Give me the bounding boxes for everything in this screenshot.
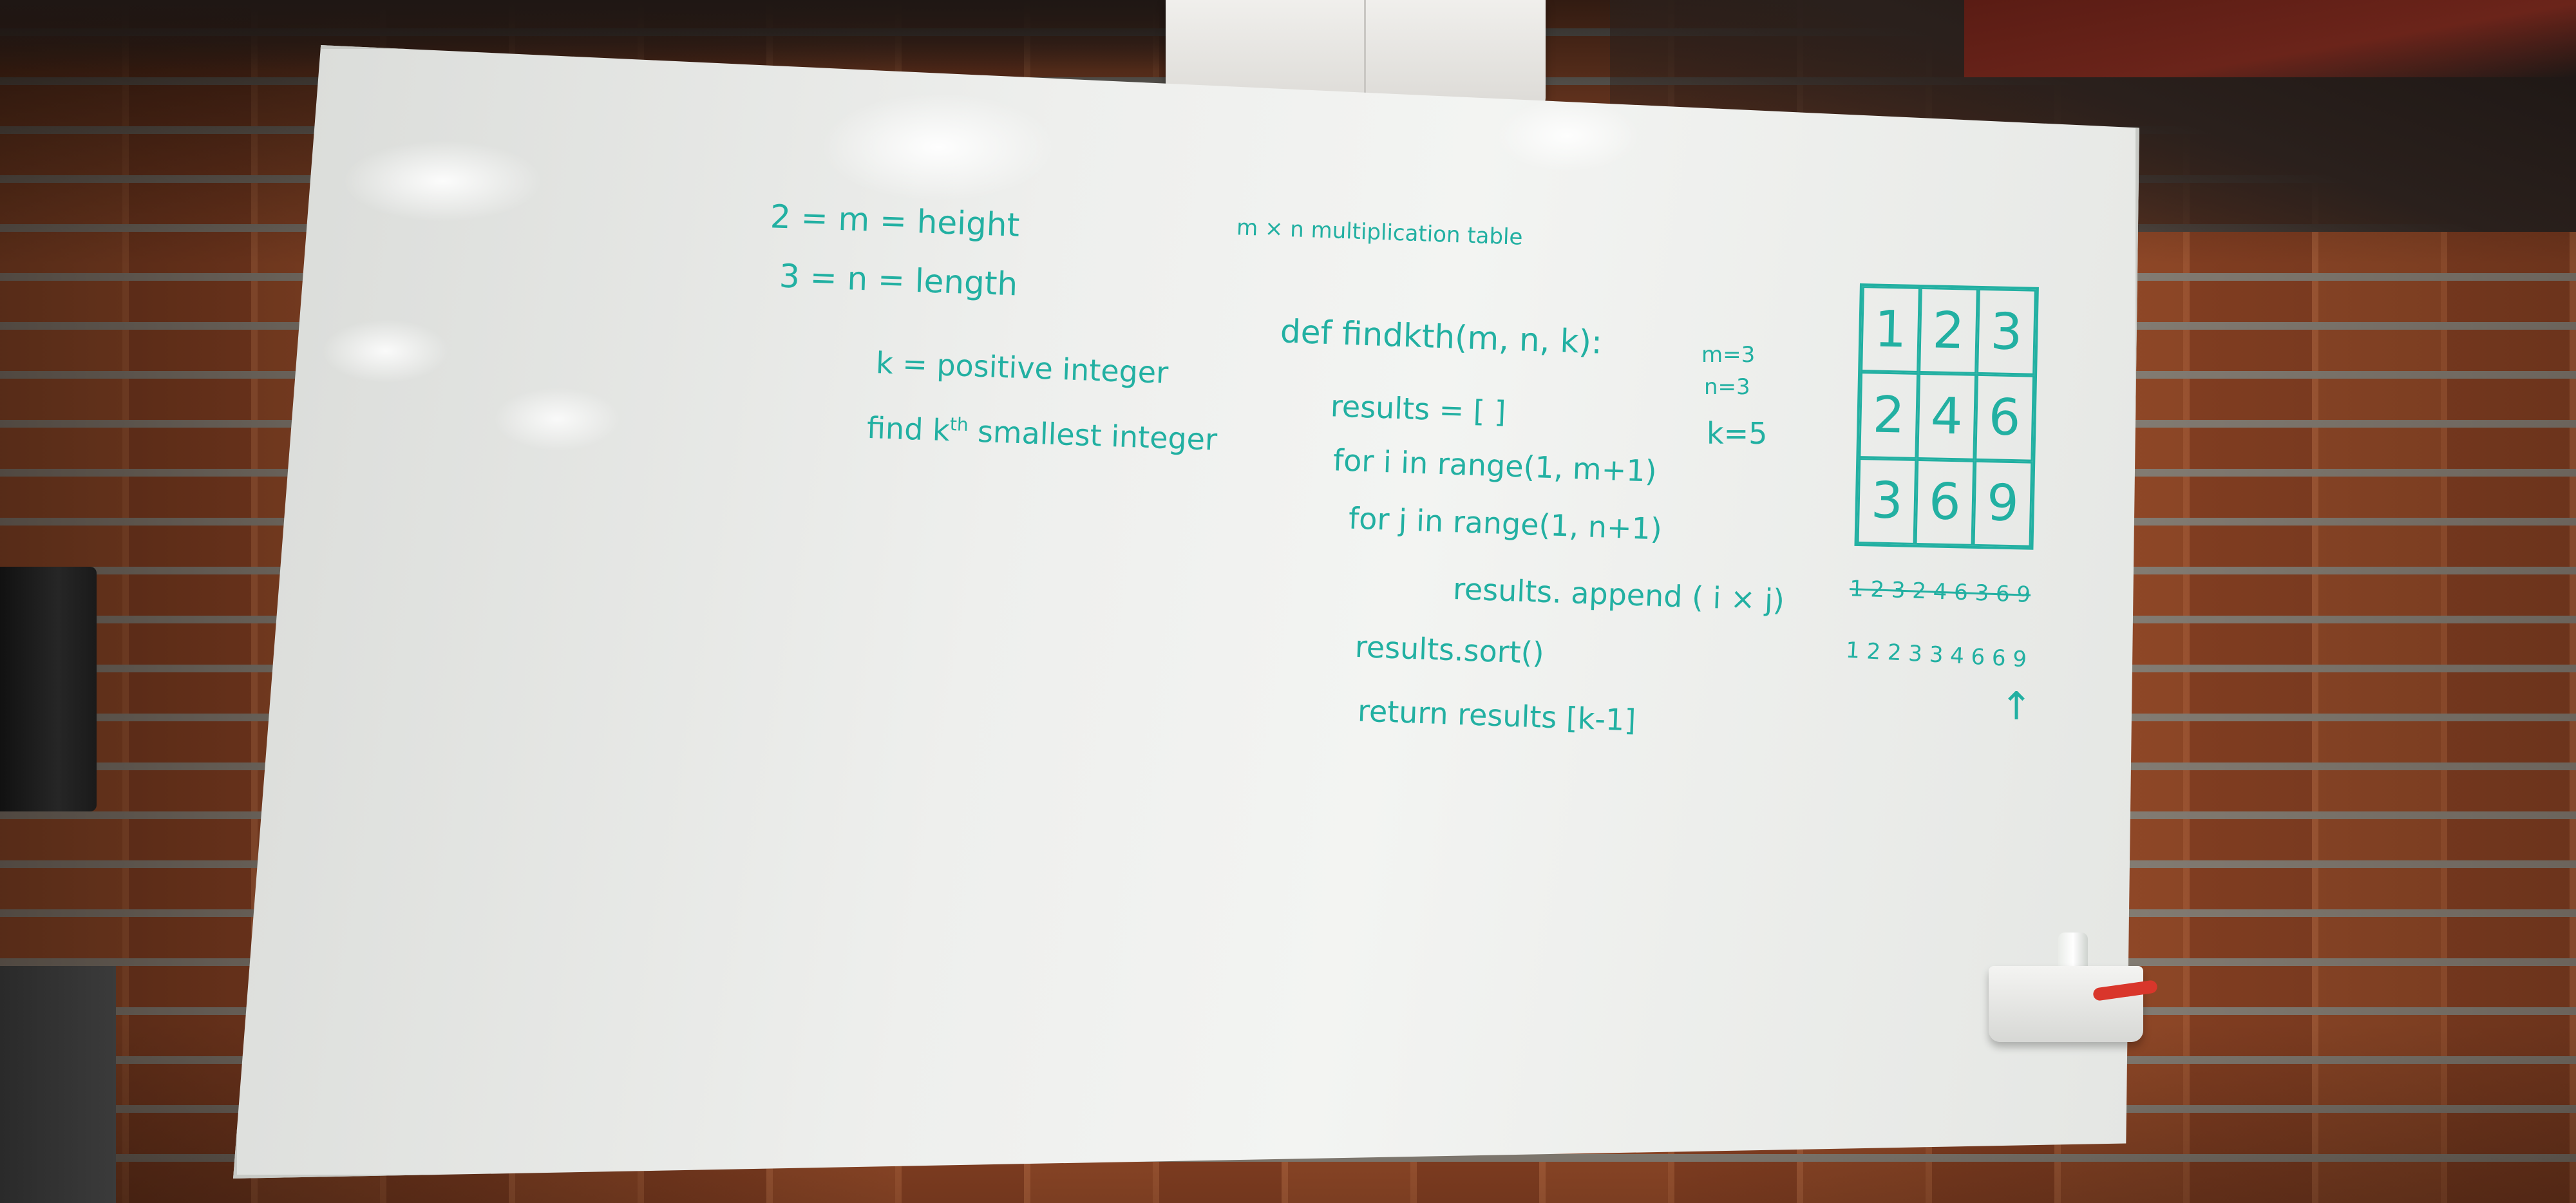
table-cell: 1 bbox=[1861, 286, 1920, 374]
whiteboard bbox=[233, 45, 2139, 1179]
side-panel bbox=[0, 966, 116, 1203]
code-results-init: results = [ ] bbox=[1330, 388, 1507, 430]
ceiling-beam bbox=[1964, 0, 2576, 77]
table-cell: 3 bbox=[1976, 288, 2036, 376]
crossed-out-values: 1 2 3 2 4 6 3 6 9 bbox=[1849, 576, 2031, 608]
table-cell: 6 bbox=[1975, 374, 2035, 462]
arrow-up-icon: ↑ bbox=[2000, 684, 2033, 729]
note-height: 2 = m = height bbox=[770, 198, 1021, 244]
param-k: k=5 bbox=[1707, 416, 1768, 451]
table-cell: 4 bbox=[1917, 373, 1977, 460]
table-cell: 9 bbox=[1973, 460, 2033, 547]
code-sort: results.sort() bbox=[1354, 629, 1545, 671]
table-cell: 2 bbox=[1918, 287, 1978, 375]
note-length: 3 = n = length bbox=[779, 257, 1019, 303]
marker-tray bbox=[1989, 966, 2143, 1042]
code-return: return results [k-1] bbox=[1357, 693, 1637, 738]
table-cell: 2 bbox=[1859, 372, 1919, 459]
table-cell: 6 bbox=[1915, 459, 1975, 546]
param-m: m=3 bbox=[1701, 342, 1756, 368]
multiplication-table-grid: 1 2 3 2 4 6 3 6 9 bbox=[1854, 283, 2039, 550]
wall-mount-bracket bbox=[0, 567, 97, 811]
param-n: n=3 bbox=[1704, 374, 1750, 400]
table-cell: 3 bbox=[1857, 457, 1917, 545]
